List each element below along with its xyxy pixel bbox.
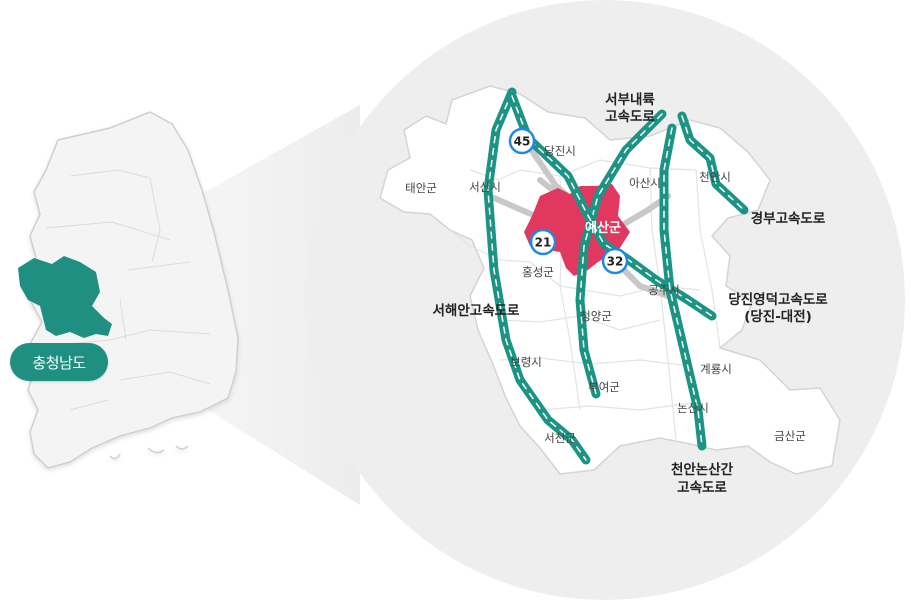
route-number-45: 45: [514, 135, 531, 149]
city-taean: 태안군: [405, 181, 437, 195]
focus-county-yesan: [524, 184, 630, 276]
label-seohaean: 서해안고속도로: [433, 302, 521, 319]
route-marker-21: 21: [529, 228, 557, 256]
route-marker-45: 45: [508, 127, 536, 155]
label-dangjin-line2: (당진-대전): [744, 308, 812, 325]
focus-county-label: 예산군: [585, 220, 621, 236]
route-marker-icon: [508, 127, 536, 155]
city-nonsan: 논산시: [677, 401, 709, 415]
route-number-32: 32: [607, 255, 624, 269]
label-seobu-line1: 서부내륙: [605, 92, 655, 108]
city-hongseong: 홍성군: [522, 265, 554, 279]
city-gyeryong: 계룡시: [700, 362, 732, 376]
route-marker-icon: [529, 228, 557, 256]
city-cheonan: 천안시: [699, 170, 731, 184]
city-labels: 당진시 태안군 서산시 아산시 천안시 홍성군 청양군 공주시 보령시 부여군 …: [405, 144, 806, 445]
expressways: [483, 87, 749, 465]
city-buyeo: 부여군: [588, 380, 620, 394]
city-dangjin: 당진시: [544, 144, 576, 158]
city-asan: 아산시: [629, 176, 661, 190]
route-number-21: 21: [535, 236, 552, 250]
city-seosan: 서산시: [469, 180, 501, 194]
label-gyeongbu: 경부고속도로: [751, 210, 826, 227]
label-dangjin-line1: 당진영덕고속도로: [728, 291, 828, 308]
label-cheonan-line1: 천안논산간: [671, 461, 734, 478]
expressway-labels: 서부내륙 고속도로 경부고속도로 당진영덕고속도로 (당진-대전) 서해안고속도…: [433, 92, 829, 496]
city-geumsan: 금산군: [774, 429, 806, 443]
city-boryeong: 보령시: [510, 355, 542, 369]
province-map: [379, 85, 841, 475]
region-badge[interactable]: 충청남도: [10, 343, 108, 381]
route-marker-32: 32: [601, 247, 629, 275]
chungnam-region: [18, 256, 112, 338]
route-marker-icon: [601, 247, 629, 275]
label-seobu-line2: 고속도로: [605, 109, 655, 125]
city-seocheon: 서천군: [544, 431, 576, 445]
label-cheonan-line2: 고속도로: [677, 480, 727, 496]
city-cheongyang: 청양군: [580, 309, 612, 323]
city-gongju: 공주시: [648, 283, 680, 297]
